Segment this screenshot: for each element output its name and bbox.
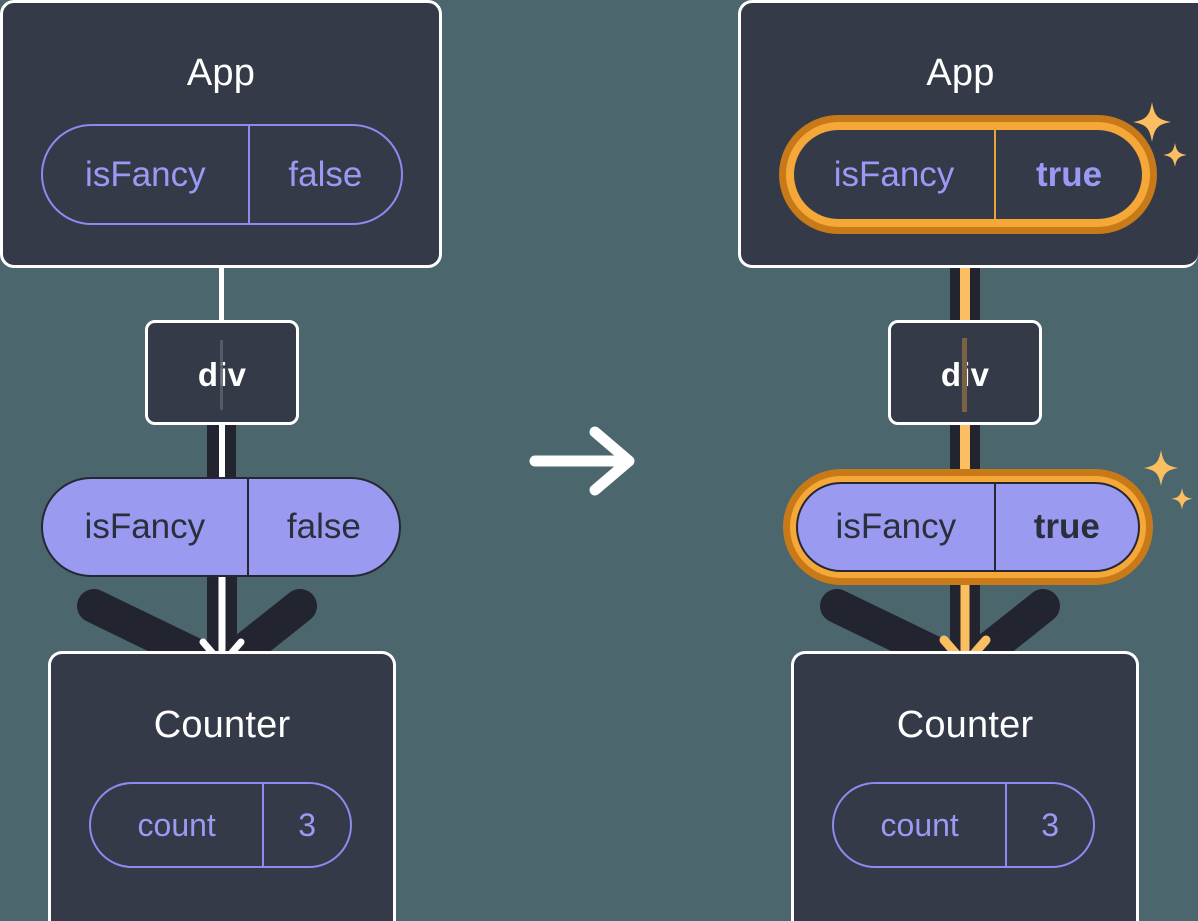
app-prop-highlight-mask-after bbox=[794, 130, 1142, 219]
prop-pill-name-before: isFancy bbox=[84, 507, 206, 546]
app-prop-name-before: isFancy bbox=[85, 154, 206, 194]
app-prop-value-before: false bbox=[247, 126, 401, 223]
counter-state-name-before: count bbox=[137, 806, 216, 843]
app-title-before: App bbox=[186, 52, 256, 94]
edge-div-to-pill-after-core bbox=[960, 424, 970, 482]
edge-app-to-div-after-core bbox=[960, 216, 970, 326]
counter-component-box-after: Counter bbox=[791, 651, 1139, 921]
edge-through-div-before bbox=[220, 340, 223, 410]
sparkle-icon-prop-after bbox=[1144, 450, 1193, 510]
counter-title-after: Counter bbox=[896, 704, 1034, 746]
prop-pill-before: isFancy false bbox=[41, 477, 401, 577]
counter-title-before: Counter bbox=[153, 704, 291, 746]
app-prop-value-after: true bbox=[994, 130, 1142, 219]
edge-through-div-after bbox=[962, 338, 967, 412]
prop-pill-value-after: true bbox=[993, 484, 1138, 570]
transition-arrow-right-icon bbox=[529, 426, 635, 496]
counter-state-name-after: count bbox=[880, 806, 959, 843]
app-title-after: App bbox=[926, 52, 995, 94]
app-prop-name-after: isFancy bbox=[833, 154, 955, 194]
app-prop-pill-after: isFancy true bbox=[794, 130, 1142, 219]
counter-state-value-before: 3 bbox=[262, 784, 350, 866]
app-prop-pill-before: isFancy false bbox=[41, 124, 403, 225]
counter-state-pill-before: count 3 bbox=[89, 782, 352, 868]
counter-state-pill-after: count 3 bbox=[832, 782, 1095, 868]
edge-app-to-div-before bbox=[219, 268, 224, 320]
edge-div-to-pill-before-core bbox=[219, 424, 225, 482]
sparkle-icon-app-after bbox=[1133, 102, 1187, 167]
prop-pill-value-before: false bbox=[246, 479, 399, 575]
prop-pill-name-after: isFancy bbox=[835, 507, 957, 546]
counter-state-value-after: 3 bbox=[1005, 784, 1093, 866]
prop-pill-after: isFancy true bbox=[796, 482, 1140, 572]
